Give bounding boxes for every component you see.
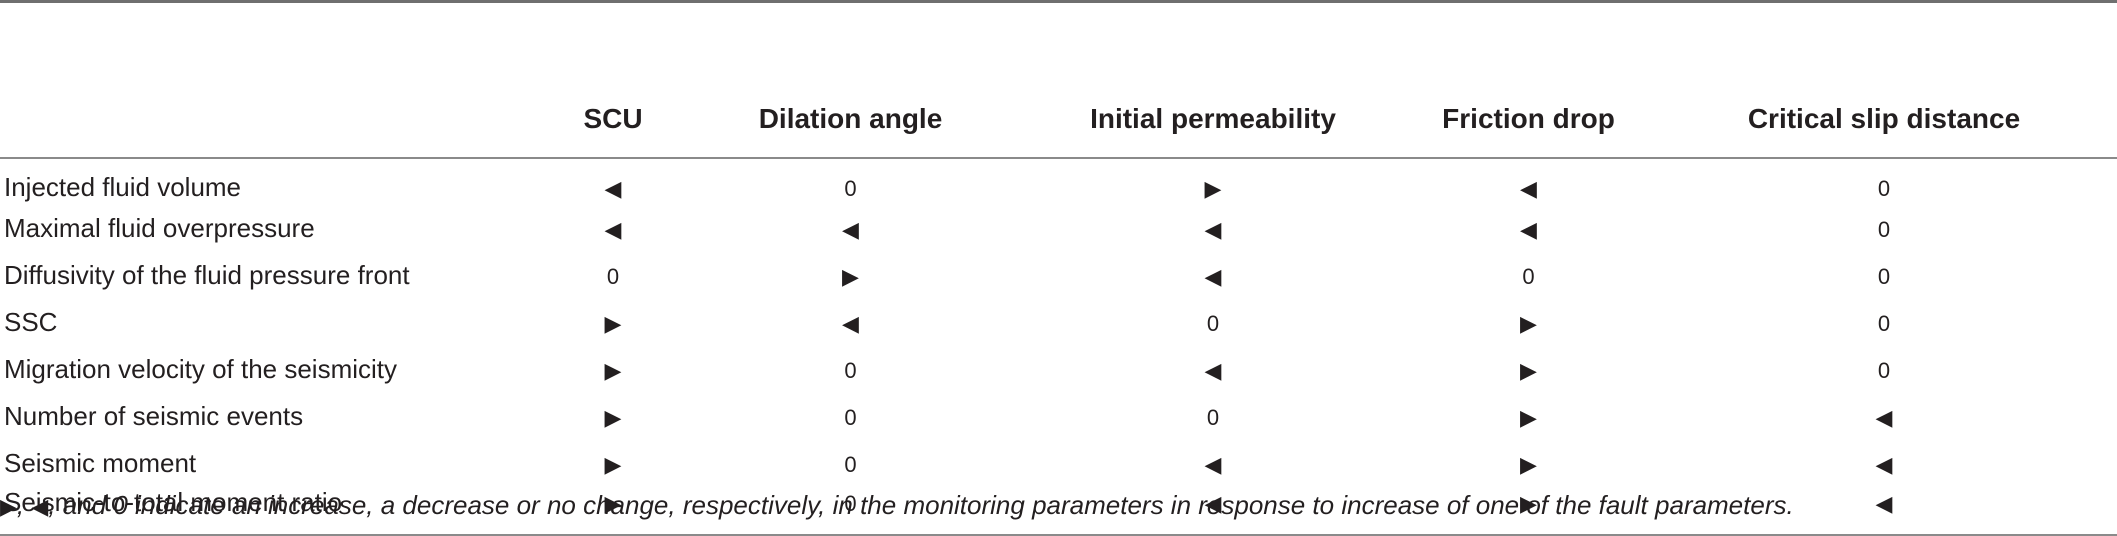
table-row: Injected fluid volume ◀ 0 ▶ ◀ 0 — [0, 158, 2117, 205]
table-cell: 0 — [844, 176, 857, 201]
header-friction-drop: Friction drop — [1406, 79, 1651, 159]
table-row: Maximal fluid overpressure ◀ ◀ ◀ ◀ 0 — [0, 205, 2117, 252]
table-cell: ▶ — [842, 263, 859, 289]
header-scu: SCU — [545, 79, 681, 159]
row-label: Diffusivity of the fluid pressure front — [4, 259, 410, 290]
table-cell: 0 — [844, 451, 857, 477]
table-row: Migration velocity of the seismicity ▶ 0… — [0, 346, 2117, 393]
table-row: Diffusivity of the fluid pressure front … — [0, 252, 2117, 299]
table-row: Seismic-to-total moment ratio ▶ 0 ◀ ▶ ◀ — [0, 486, 2117, 536]
table-cell: ◀ — [1875, 451, 1893, 477]
table-footnote: ▶, ◀, and 0 indicate an increase, a decr… — [0, 490, 1794, 521]
table-cell: ◀ — [1204, 263, 1222, 289]
table-row: SSC ▶ ◀ 0 ▶ 0 — [0, 299, 2117, 346]
table-cell: 0 — [1206, 310, 1220, 336]
table-cell: 0 — [1877, 357, 1891, 383]
row-label: Injected fluid volume — [4, 172, 242, 202]
table-row: Seismic moment ▶ 0 ◀ ▶ ◀ — [0, 440, 2117, 487]
table-cell: ◀ — [1204, 216, 1222, 242]
table-cell: ▶ — [1520, 357, 1537, 383]
header-dilation-angle: Dilation angle — [681, 79, 1020, 159]
table-cell: 0 — [844, 404, 857, 430]
table-cell: 0 — [1877, 310, 1891, 336]
row-label: Number of seismic events — [4, 400, 304, 431]
footnote-text: , and 0 indicate an increase, a decrease… — [48, 490, 1794, 520]
table-cell: ▶ — [604, 310, 622, 336]
row-label: SSC — [4, 306, 58, 337]
table-cell: ◀ — [1204, 451, 1222, 477]
table-cell: ▶ — [604, 404, 622, 430]
table-cell: ◀ — [604, 176, 622, 201]
table-cell: 0 — [1877, 176, 1891, 201]
table-cell: 0 — [1522, 263, 1535, 289]
table-cell: ▶ — [1520, 310, 1537, 336]
row-label: Seismic moment — [4, 447, 197, 478]
row-label: Migration velocity of the seismicity — [4, 353, 398, 384]
decrease-symbol: ◀ — [31, 494, 49, 519]
table-cell: 0 — [681, 486, 1020, 536]
table-cell: ▶ — [1520, 451, 1537, 477]
table-row: Number of seismic events ▶ 0 0 ▶ ◀ — [0, 393, 2117, 440]
table-cell: 0 — [1877, 263, 1891, 289]
table-cell: ◀ — [1875, 404, 1893, 430]
header-label-column — [0, 79, 545, 159]
row-label: Seismic-to-total moment ratio — [0, 486, 545, 536]
table-cell: ▶ — [604, 357, 622, 383]
table-cell: ▶ — [604, 451, 622, 477]
top-rule — [0, 0, 2117, 80]
footnote-comma: , — [16, 490, 32, 520]
table-cell: 0 — [1877, 216, 1891, 242]
table-cell: ◀ — [1520, 216, 1537, 242]
header-row: SCU Dilation angle Initial permeability … — [0, 79, 2117, 159]
table-cell: ▶ — [1204, 176, 1222, 201]
table-cell: ◀ — [1204, 357, 1222, 383]
table-cell: ◀ — [604, 216, 622, 242]
table-cell: ◀ — [1520, 176, 1537, 201]
row-label: Maximal fluid overpressure — [4, 212, 315, 243]
increase-symbol: ▶ — [0, 494, 17, 519]
table-cell: 0 — [844, 357, 857, 383]
table-cell: ◀ — [842, 216, 859, 242]
table-cell: ◀ — [842, 310, 859, 336]
table-cell: ▶ — [1520, 404, 1537, 430]
table-cell: 0 — [1206, 404, 1220, 430]
header-initial-permeability: Initial permeability — [1020, 79, 1406, 159]
header-critical-slip-distance: Critical slip distance — [1651, 79, 2117, 159]
table-cell: 0 — [606, 263, 620, 289]
